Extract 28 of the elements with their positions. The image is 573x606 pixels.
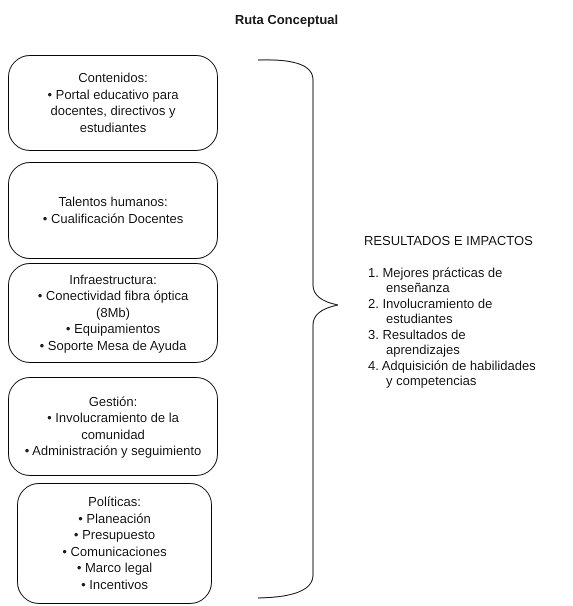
category-box [8,263,218,363]
category-heading: Contenidos: [78,70,148,86]
bullet-item: • Administración y seguimiento [24,443,202,460]
result-item: 4. Adquisición de habilidades y competencias [368,358,536,388]
bullet-item: • Incentivos [81,576,148,593]
category-box [17,483,212,604]
category-heading: Gestión: [88,394,138,410]
result-item: 1. Mejores prácticas de enseñanza [368,265,504,295]
diagram-title: Ruta Conceptual [234,12,340,27]
bullet-item: • Portal educativo para docentes, directivos y estudiantes [46,86,180,136]
bullet-item: • Cualificación Docentes [42,210,184,227]
bullet-item: • Marco legal [76,560,152,576]
bullet-item: • Presupuesto [74,527,156,544]
category-box [8,55,218,151]
bullet-item: • Planeación [78,510,151,527]
bullet-item: • Conectividad fibra óptica (8Mb) [36,288,190,322]
category-heading: Talentos humanos: [58,194,168,210]
result-item: 2. Involucramiento de estudiantes [368,296,494,326]
results-heading: RESULTADOS E IMPACTOS [364,233,533,248]
bullet-item: • Involucramiento de la comunidad [46,410,180,443]
result-item: 3. Resultados de aprendizajes [368,327,467,357]
bullet-item: • Equipamientos [66,321,160,338]
category-box [8,377,218,476]
category-heading: Políticas: [88,494,141,510]
bullet-item: • Comunicaciones [62,544,167,560]
bullet-item: • Soporte Mesa de Ayuda [40,338,186,354]
category-heading: Infraestructura: [69,272,157,288]
category-box [8,162,218,259]
